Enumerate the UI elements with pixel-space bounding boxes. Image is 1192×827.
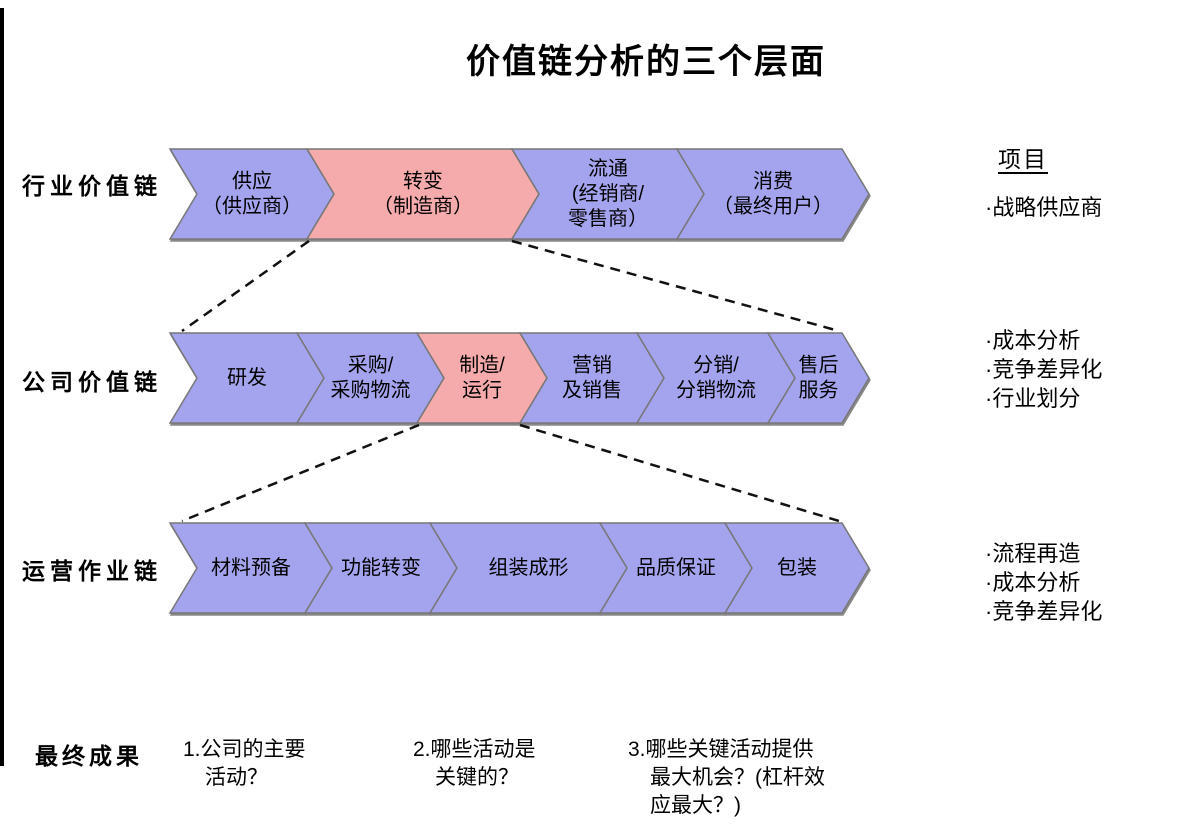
- final-outcome-label: 最终成果: [35, 743, 143, 769]
- footer-question-line: 2.哪些活动是: [413, 738, 536, 761]
- connector-dashed-line: [181, 239, 310, 333]
- segment-label: 分销/: [693, 354, 739, 377]
- segment-label: 品质保证: [636, 556, 716, 579]
- side-panel-heading: 项目: [998, 146, 1048, 172]
- final-outcome-question-3: 3.哪些关键活动提供最大机会？(杠杆效应最大？): [628, 736, 825, 820]
- chevron-segment: [168, 148, 335, 240]
- footer-question-line: 关键的？: [435, 766, 519, 789]
- segment-label: 运行: [462, 379, 502, 402]
- footer-question-line: 应最大？): [650, 794, 741, 817]
- operations-chain: 材料预备 功能转变 组装成形 品质保证 包装: [168, 522, 870, 614]
- connector-dashed-line: [511, 239, 840, 333]
- footer-question-line: 最大机会？(杠杆效: [650, 766, 825, 789]
- segment-label: 包装: [777, 556, 817, 579]
- segment-label: 售后: [799, 354, 839, 377]
- operations-chain-label: 运营作业链: [22, 558, 162, 584]
- connector-dashed-line: [181, 423, 420, 523]
- side-group-industry: ·战略供应商: [985, 193, 1102, 222]
- segment-label: 转变: [403, 170, 443, 193]
- left-edge-bar: [0, 8, 4, 766]
- side-group-company: ·成本分析 ·竞争差异化 ·行业划分: [985, 326, 1102, 413]
- side-note: ·竞争差异化: [985, 357, 1103, 382]
- final-outcome-question-1: 1.公司的主要活动？: [183, 736, 306, 792]
- company-chain-label: 公司价值链: [22, 369, 162, 395]
- industry-chain: 供应（供应商） 转变（制造商） 流通(经销商/零售商） 消费（最终用户）: [168, 148, 870, 240]
- side-note: ·战略供应商: [985, 195, 1103, 220]
- segment-label: 制造/: [459, 354, 505, 377]
- segment-label: 服务: [799, 379, 839, 402]
- segment-label: 研发: [227, 366, 267, 389]
- chevron-segment: [723, 522, 870, 614]
- segment-label: 及销售: [562, 379, 622, 402]
- segment-label: （供应商）: [202, 195, 302, 218]
- segment-label: 功能转变: [341, 556, 421, 579]
- side-note: ·成本分析: [985, 328, 1081, 353]
- chevron-segment: [675, 148, 870, 240]
- segment-label: （制造商）: [373, 195, 473, 218]
- chevron-segment: [766, 332, 870, 424]
- segment-label: 消费: [753, 170, 793, 193]
- segment-label: （最终用户）: [713, 195, 833, 218]
- side-note: ·成本分析: [985, 570, 1081, 595]
- segment-label: 组装成形: [489, 556, 569, 579]
- segment-label: 采购/: [348, 354, 394, 377]
- page-title: 价值链分析的三个层面: [466, 43, 826, 81]
- side-note: ·流程再造: [985, 541, 1081, 566]
- segment-label: 零售商）: [568, 207, 648, 230]
- segment-label: 流通: [588, 157, 628, 180]
- industry-chain-label: 行业价值链: [22, 173, 162, 199]
- segment-label: (经销商/: [572, 182, 645, 205]
- segment-label: 采购物流: [331, 379, 411, 402]
- footer-question-line: 1.公司的主要: [183, 738, 306, 761]
- chevron-segment: [305, 148, 540, 240]
- side-note: ·行业划分: [985, 386, 1081, 411]
- segment-label: 材料预备: [211, 556, 291, 579]
- footer-question-line: 3.哪些关键活动提供: [628, 738, 814, 761]
- side-group-operations: ·流程再造 ·成本分析 ·竞争差异化: [985, 539, 1102, 626]
- connector-dashed-line: [519, 423, 840, 523]
- segment-label: 供应: [232, 170, 272, 193]
- footer-question-line: 活动？: [205, 766, 268, 789]
- segment-label: 营销: [572, 354, 612, 377]
- final-outcome-question-2: 2.哪些活动是关键的？: [413, 736, 536, 792]
- side-note: ·竞争差异化: [985, 599, 1103, 624]
- segment-label: 分销物流: [676, 379, 756, 402]
